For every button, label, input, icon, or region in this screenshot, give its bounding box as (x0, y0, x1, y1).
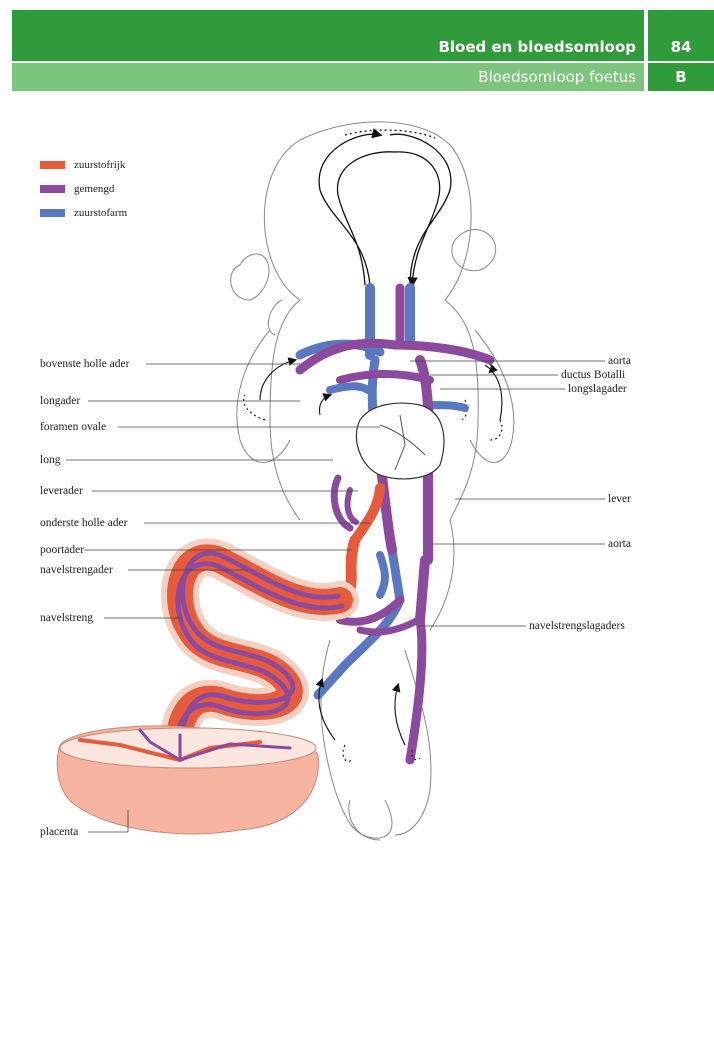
section-letter: B (675, 68, 687, 86)
legend-item-oxygen-rich: zuurstofrijk (40, 153, 127, 177)
label-placenta: placenta (40, 826, 79, 838)
mixed-vessels (295, 283, 495, 765)
label-aorta-top: aorta (608, 355, 631, 367)
fetus-outline (230, 121, 515, 841)
label-navelstreng: navelstreng (40, 612, 94, 624)
legend-label: zuurstofarm (74, 207, 128, 219)
heart (355, 402, 445, 480)
header-title-bar: Bloed en bloedsomloop (12, 10, 644, 61)
legend-label: gemengd (74, 183, 115, 195)
label-onderste-holle-ader: onderste holle ader (40, 517, 128, 529)
legend-label: zuurstofrijk (74, 159, 126, 171)
legend: zuurstofrijk gemengd zuurstofarm (40, 153, 127, 225)
label-lever: lever (608, 493, 631, 505)
label-leader-lines (66, 360, 605, 833)
label-navelstrengslagaders: navelstrengslagaders (529, 620, 625, 632)
label-leverader: leverader (40, 485, 83, 497)
label-poortader: poortader (40, 544, 85, 556)
placenta (56, 725, 319, 835)
header-title: Bloed en bloedsomloop (438, 38, 636, 56)
legend-swatch-blue (40, 209, 65, 217)
page-number: 84 (670, 38, 692, 56)
leg-flow-arrows (315, 677, 421, 762)
arm-flow-arrows (243, 357, 503, 441)
label-long: long (40, 454, 61, 466)
legend-item-oxygen-poor: zuurstofarm (40, 201, 127, 225)
umbilical-cord (159, 538, 359, 779)
header-subtitle-bar: Bloedsomloop foetus (12, 63, 644, 91)
label-bovenste-holle-ader: bovenste holle ader (40, 358, 130, 370)
legend-item-mixed: gemengd (40, 177, 127, 201)
label-ductus-botalli: ductus Botalli (561, 369, 626, 381)
label-longslagader: longslagader (568, 383, 627, 395)
label-aorta-bottom: aorta (608, 538, 631, 550)
legend-swatch-red (40, 161, 65, 169)
header-section-box: B (648, 63, 714, 91)
legend-swatch-purple (40, 185, 65, 193)
label-longader: longader (40, 395, 81, 407)
label-navelstrengader: navelstrengader (40, 564, 113, 576)
label-foramen-ovale: foramen ovale (40, 421, 107, 433)
page-header: Bloed en bloedsomloop 84 Bloedsomloop fo… (12, 10, 714, 91)
header-subtitle: Bloedsomloop foetus (478, 68, 636, 86)
header-page-box: 84 (648, 10, 714, 61)
head-flow-arrows (318, 128, 452, 288)
